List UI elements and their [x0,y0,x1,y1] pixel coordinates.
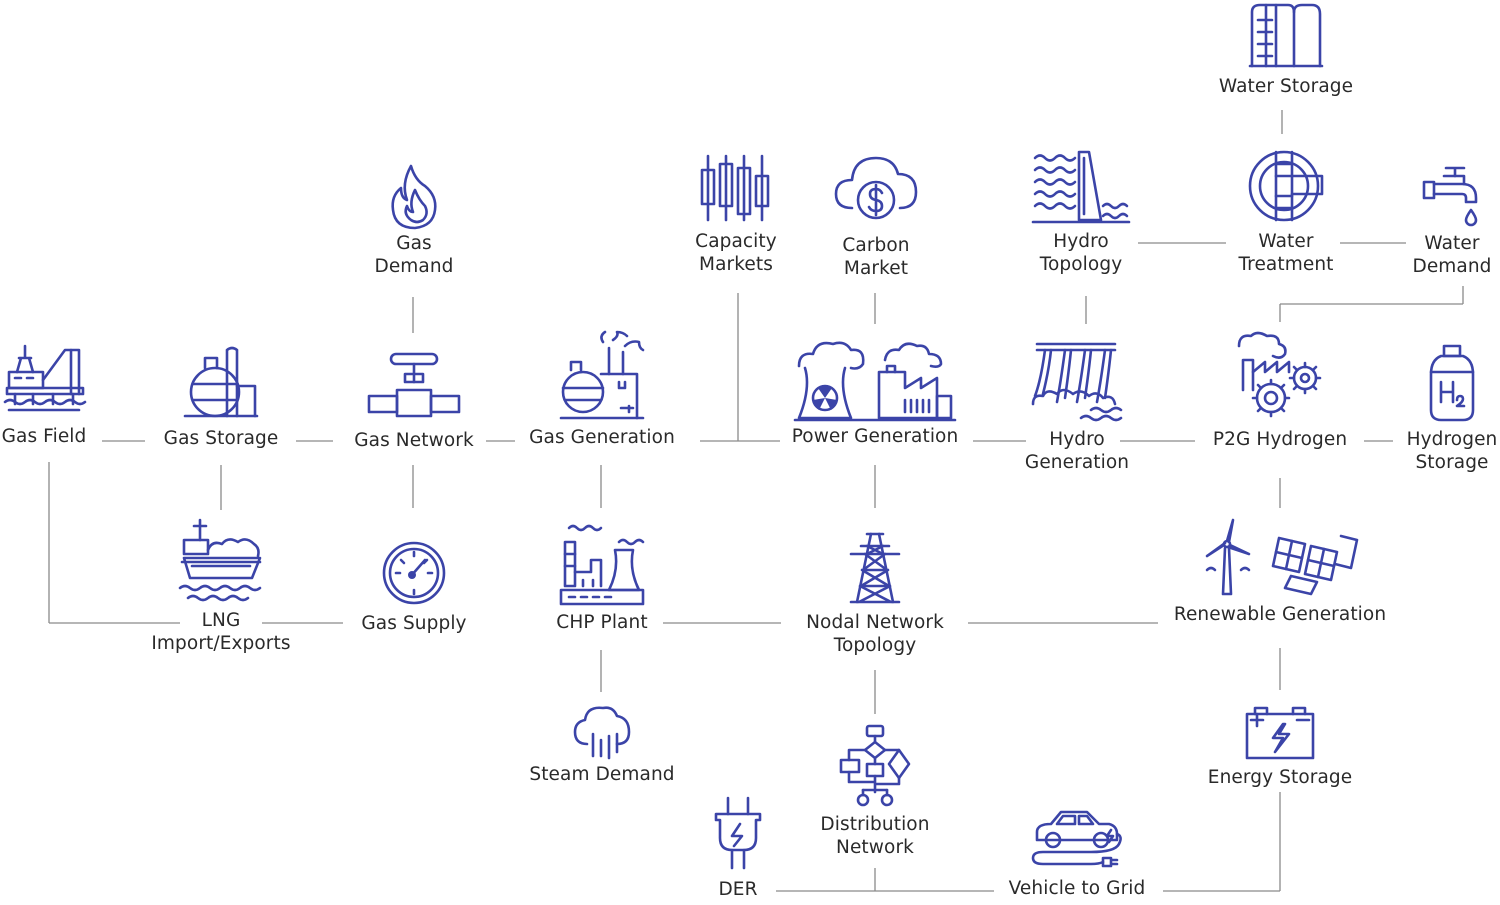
water-treatment-label: Water Treatment [1238,231,1334,275]
node-water-demand: Water Demand [1392,164,1500,278]
node-chp-plant: CHP Plant [532,520,672,634]
chp-plant-icon [559,520,645,606]
lng-ship-icon [178,518,264,606]
node-energy-storage: Energy Storage [1190,706,1370,789]
electric-car-icon [1031,808,1123,872]
water-treatment-icon [1246,148,1326,224]
node-steam-demand: Steam Demand [517,704,687,786]
node-gas-storage: Gas Storage [146,346,296,450]
offshore-rig-icon [3,344,87,412]
node-nodal-network: Nodal Network Topology [785,532,965,657]
hydro-topology-label: Hydro Topology [1039,231,1123,275]
node-distribution-network: Distribution Network [795,724,955,859]
hydro-generation-label: Hydro Generation [1024,429,1130,473]
gas-network-label: Gas Network [354,430,474,451]
gas-plant-icon [557,330,647,420]
gas-generation-label: Gas Generation [529,427,675,448]
gas-demand-label: Gas Demand [374,233,454,277]
steam-cloud-icon [573,704,631,760]
nodal-network-label: Nodal Network Topology [806,612,944,656]
candlestick-chart-icon [696,152,776,224]
p2g-factory-gears-icon [1235,331,1325,422]
node-gas-demand: Gas Demand [354,164,474,278]
wind-solar-icon [1201,518,1359,596]
gas-storage-label: Gas Storage [163,428,279,449]
node-p2g-hydrogen: P2G Hydrogen [1195,331,1365,451]
flowchart-icon [839,724,911,808]
node-capacity-markets: Capacity Markets [666,152,806,276]
gas-field-label: Gas Field [1,426,87,447]
node-power-generation: Power Generation [775,338,975,448]
node-der: DER [688,796,788,901]
power-generation-label: Power Generation [791,426,959,447]
node-carbon-market: Carbon Market [806,152,946,280]
carbon-market-label: Carbon Market [842,235,910,279]
distribution-network-label: Distribution Network [820,814,930,858]
gas-flame-icon [389,164,439,230]
steam-demand-label: Steam Demand [529,764,675,785]
water-tank-icon [1246,2,1326,68]
node-hydro-generation: Hydro Generation [1002,340,1152,474]
node-gas-generation: Gas Generation [512,330,692,449]
node-lng: LNG Import/Exports [131,518,311,655]
node-renewable-generation: Renewable Generation [1162,518,1398,626]
p2g-hydrogen-label: P2G Hydrogen [1212,429,1348,450]
node-hydro-topology: Hydro Topology [1006,150,1156,276]
pipe-valve-icon [367,352,461,418]
dam-waves-icon [1031,150,1131,226]
cloud-dollar-icon [834,152,918,224]
node-water-treatment: Water Treatment [1211,148,1361,276]
chp-plant-label: CHP Plant [556,612,648,633]
node-hydrogen-storage: Hydrogen Storage [1392,344,1500,474]
water-storage-label: Water Storage [1218,76,1354,97]
node-gas-field: Gas Field [0,344,94,448]
gas-supply-label: Gas Supply [361,613,467,634]
water-tap-icon [1420,164,1484,227]
renewable-generation-label: Renewable Generation [1173,604,1387,625]
water-demand-label: Water Demand [1412,233,1492,277]
node-water-storage: Water Storage [1196,2,1376,98]
gas-storage-tank-icon [183,346,259,420]
node-gas-supply: Gas Supply [339,540,489,635]
hydrogen-storage-label: Hydrogen Storage [1406,429,1498,473]
energy-storage-label: Energy Storage [1207,767,1353,788]
node-gas-network: Gas Network [334,352,494,452]
pressure-gauge-icon [381,540,447,606]
node-vehicle-to-grid: Vehicle to Grid [992,808,1162,900]
hydrogen-cylinder-icon [1427,344,1477,422]
capacity-markets-label: Capacity Markets [695,231,777,275]
lng-label: LNG Import/Exports [151,610,291,654]
battery-icon [1245,706,1315,760]
der-label: DER [718,879,758,900]
power-plant-icon [793,338,957,422]
plug-icon [712,796,764,870]
hydro-dam-icon [1031,340,1123,422]
vehicle-to-grid-label: Vehicle to Grid [1008,878,1146,899]
transmission-tower-icon [847,532,903,604]
